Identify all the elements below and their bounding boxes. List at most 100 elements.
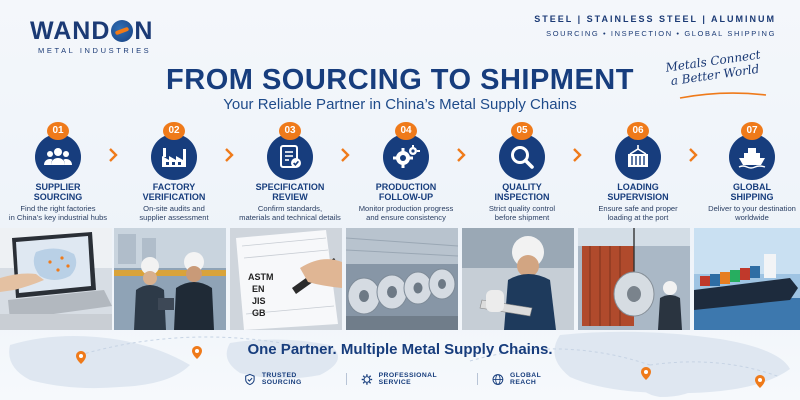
doc-label-en: EN bbox=[252, 284, 265, 294]
map-pin-icon bbox=[755, 375, 765, 388]
step-number-badge: 01 bbox=[47, 122, 69, 140]
feature-global-reach: GLOBAL REACH bbox=[492, 372, 564, 386]
brand-globe-icon bbox=[111, 20, 134, 42]
feature-trusted-sourcing: TRUSTED SOURCING bbox=[244, 372, 332, 386]
step-desc-line2: before shipment bbox=[494, 213, 550, 222]
process-steps: 01 SUPPLIER SOURCING Find the right fact… bbox=[0, 118, 800, 230]
step-description: Find the right factories in China’s key … bbox=[2, 204, 114, 222]
step-desc-line1: Strict quality control bbox=[488, 204, 556, 213]
step-desc-line2: in China’s key industrial hubs bbox=[8, 213, 108, 222]
step-title-line2: INSPECTION bbox=[494, 192, 550, 202]
step-title: GLOBAL SHIPPING bbox=[696, 182, 800, 202]
brand-name-right: N bbox=[134, 17, 154, 45]
factory-workers-illustration bbox=[114, 228, 226, 330]
specification-document-illustration: ASTM EN JIS GB bbox=[230, 228, 342, 330]
step-number-badge: 04 bbox=[395, 122, 417, 140]
step-number-badge: 05 bbox=[511, 122, 533, 140]
step-icon-circle bbox=[267, 134, 313, 180]
step-icon-circle bbox=[151, 134, 197, 180]
step-desc-line1: Ensure safe and proper bbox=[598, 204, 678, 213]
gear-icon bbox=[361, 373, 372, 385]
feature-divider bbox=[345, 373, 347, 385]
slogan-swoosh bbox=[679, 92, 767, 99]
step-desc-line2: supplier assessment bbox=[139, 213, 209, 222]
quality-inspection-illustration bbox=[462, 228, 574, 330]
photo-specification-document: ASTM EN JIS GB bbox=[230, 228, 342, 330]
step-desc-line1: Confirm standards, bbox=[257, 204, 323, 213]
map-pin-icon bbox=[641, 367, 651, 380]
step-title-line2: SUPERVISION bbox=[607, 192, 669, 202]
step-title-line1: SPECIFICATION bbox=[255, 182, 325, 192]
step-title: FACTORY VERIFICATION bbox=[118, 182, 230, 202]
step-desc-line1: On-site audits and bbox=[143, 204, 205, 213]
loading-container-illustration bbox=[578, 228, 690, 330]
step-desc-line1: Find the right factories bbox=[20, 204, 96, 213]
step-number-badge: 06 bbox=[627, 122, 649, 140]
step-title-line2: SHIPPING bbox=[730, 192, 774, 202]
chevron-right-icon bbox=[109, 148, 118, 162]
step-loading-supervision: 06 LOADING SUPERVISION Ensure safe and p… bbox=[582, 118, 694, 230]
ship-icon bbox=[738, 148, 766, 169]
top-tagline: STEEL | STAINLESS STEEL | ALUMINUM SOURC… bbox=[534, 14, 776, 38]
step-title: LOADING SUPERVISION bbox=[582, 182, 694, 202]
container-icon bbox=[628, 145, 648, 167]
page-title: FROM SOURCING TO SHIPMENT bbox=[166, 64, 634, 96]
people-group-icon bbox=[44, 148, 72, 165]
step-number-badge: 02 bbox=[163, 122, 185, 140]
photo-steel-coils bbox=[346, 228, 458, 330]
step-title-line2: FOLLOW-UP bbox=[378, 192, 434, 202]
magnifier-icon bbox=[511, 146, 534, 169]
step-quality-inspection: 05 QUALITY INSPECTION Strict quality con… bbox=[466, 118, 578, 230]
step-icon-circle bbox=[383, 134, 429, 180]
checklist-icon bbox=[280, 145, 301, 168]
photo-laptop-map bbox=[0, 228, 112, 330]
feature-divider bbox=[477, 373, 479, 385]
globe-icon bbox=[492, 373, 504, 385]
step-title: PRODUCTION FOLLOW-UP bbox=[350, 182, 462, 202]
doc-label-gb: GB bbox=[252, 308, 266, 318]
step-icon-circle bbox=[615, 134, 661, 180]
step-desc-line2: loading at the port bbox=[607, 213, 669, 222]
feature-label: GLOBAL REACH bbox=[510, 372, 542, 386]
step-title-line1: LOADING bbox=[617, 182, 659, 192]
step-description: Confirm standards, materials and technic… bbox=[234, 204, 346, 222]
step-title: SPECIFICATION REVIEW bbox=[234, 182, 346, 202]
step-title-line1: GLOBAL bbox=[733, 182, 771, 192]
step-title-line1: SUPPLIER bbox=[35, 182, 81, 192]
map-pin-icon bbox=[76, 351, 86, 364]
step-icon-circle bbox=[35, 134, 81, 180]
step-title-line1: QUALITY bbox=[502, 182, 542, 192]
step-factory-verification: 02 FACTORY VERIFICATION On-site audits a… bbox=[118, 118, 230, 230]
photo-quality-inspection bbox=[462, 228, 574, 330]
step-title-line2: REVIEW bbox=[272, 192, 308, 202]
step-icon-circle bbox=[729, 134, 775, 180]
bottom-headline: One Partner. Multiple Metal Supply Chain… bbox=[247, 341, 553, 358]
step-global-shipping: 07 GLOBAL SHIPPING Deliver to your desti… bbox=[696, 118, 800, 230]
photo-factory-workers bbox=[114, 228, 226, 330]
chevron-right-icon bbox=[225, 148, 234, 162]
feature-label: PROFESSIONAL SERVICE bbox=[378, 372, 437, 386]
step-number-badge: 07 bbox=[741, 122, 763, 140]
cargo-ship-illustration bbox=[694, 228, 800, 330]
page-subtitle: Your Reliable Partner in China’s Metal S… bbox=[223, 96, 577, 113]
brand-subtitle: METAL INDUSTRIES bbox=[38, 46, 152, 55]
step-title: SUPPLIER SOURCING bbox=[2, 182, 114, 202]
step-description: Monitor production progress and ensure c… bbox=[350, 204, 462, 222]
map-pin-icon bbox=[192, 346, 202, 359]
step-supplier-sourcing: 01 SUPPLIER SOURCING Find the right fact… bbox=[2, 118, 114, 230]
chevron-right-icon bbox=[341, 148, 350, 162]
step-desc-line2: and ensure consistency bbox=[366, 213, 446, 222]
chevron-right-icon bbox=[689, 148, 698, 162]
step-desc-line2: worldwide bbox=[735, 213, 769, 222]
factory-icon bbox=[162, 148, 186, 167]
chevron-right-icon bbox=[457, 148, 466, 162]
step-title-line1: PRODUCTION bbox=[375, 182, 437, 192]
step-production-follow-up: 04 PRODUCTION FOLLOW-UP bbox=[350, 118, 462, 230]
photo-cargo-ship bbox=[694, 228, 800, 330]
step-description: On-site audits and supplier assessment bbox=[118, 204, 230, 222]
tagline-services: SOURCING • INSPECTION • GLOBAL SHIPPING bbox=[546, 29, 776, 38]
steel-coils-illustration bbox=[346, 228, 458, 330]
